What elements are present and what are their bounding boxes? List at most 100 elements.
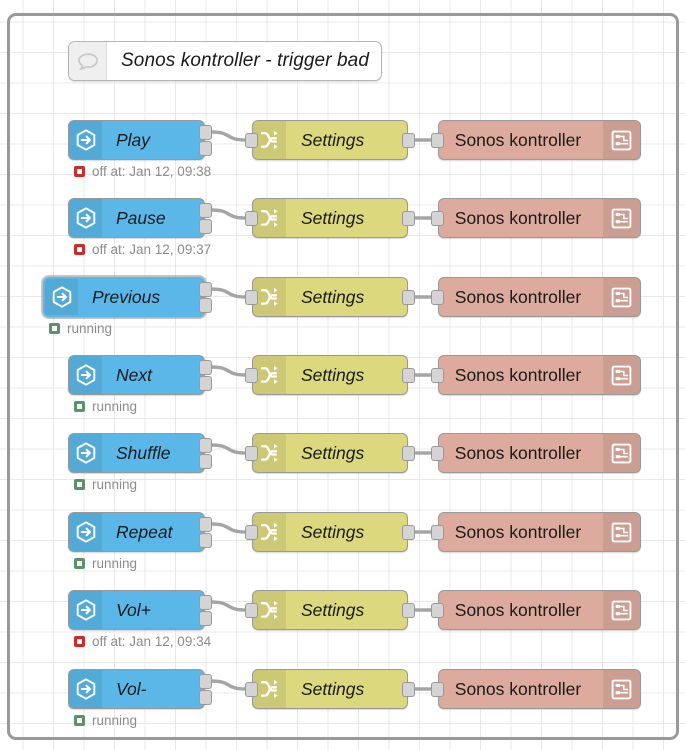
inject-output-port-1[interactable] [199,203,212,218]
status-text: off at: Jan 12, 09:37 [92,242,212,257]
shuffle-arrows-icon [253,513,286,551]
status-indicator-square [74,715,85,726]
inject-output-port-1[interactable] [199,360,212,375]
status-text: running [92,556,138,571]
shuffle-arrows-icon [253,670,286,708]
sonos-node-pause[interactable]: Sonos kontroller [438,198,641,238]
inject-arrow-hexagon-icon [69,434,102,472]
inject-output-port-1[interactable] [199,595,212,610]
change-input-port[interactable] [245,682,258,697]
inject-output-port-2[interactable] [199,141,212,156]
change-node-settings-repeat[interactable]: Settings [252,512,408,552]
inject-output-port-1[interactable] [199,438,212,453]
change-output-port[interactable] [402,603,415,618]
change-input-port[interactable] [245,603,258,618]
inject-output-port-2[interactable] [199,533,212,548]
sonos-node-volume-down[interactable]: Sonos kontroller [438,669,641,709]
node-status-next: running [74,399,137,414]
sonos-node-label: Sonos kontroller [454,364,582,385]
shuffle-arrows-icon [253,434,286,472]
inject-node-volume-down[interactable]: Vol- [68,669,205,709]
template-list-icon [603,434,640,472]
change-node-label: Settings [301,678,365,699]
change-node-label: Settings [301,286,365,307]
change-input-port[interactable] [245,368,258,383]
inject-output-port-2[interactable] [199,611,212,626]
change-node-settings-previous[interactable]: Settings [252,277,408,317]
template-list-icon [603,670,640,708]
shuffle-arrows-icon [253,121,286,159]
sonos-input-port[interactable] [431,525,444,540]
sonos-node-repeat[interactable]: Sonos kontroller [438,512,641,552]
inject-output-port-1[interactable] [199,517,212,532]
template-list-icon [603,278,640,316]
change-output-port[interactable] [402,133,415,148]
sonos-node-play[interactable]: Sonos kontroller [438,120,641,160]
inject-node-shuffle[interactable]: Shuffle [68,433,205,473]
inject-arrow-hexagon-icon [69,670,102,708]
inject-node-label: Vol+ [116,599,151,620]
inject-node-volume-up[interactable]: Vol+ [68,590,205,630]
sonos-node-previous[interactable]: Sonos kontroller [438,277,641,317]
change-node-settings-next[interactable]: Settings [252,355,408,395]
shuffle-arrows-icon [253,199,286,237]
change-input-port[interactable] [245,446,258,461]
inject-output-port-2[interactable] [199,376,212,391]
sonos-node-label: Sonos kontroller [454,129,582,150]
change-node-settings-volume-down[interactable]: Settings [252,669,408,709]
comment-node[interactable]: Sonos kontroller - trigger bad [68,41,382,81]
inject-node-repeat[interactable]: Repeat [68,512,205,552]
inject-arrow-hexagon-icon [45,279,78,315]
change-output-port[interactable] [402,446,415,461]
inject-node-previous[interactable]: Previous [43,277,205,317]
template-list-icon [603,513,640,551]
sonos-input-port[interactable] [431,446,444,461]
change-node-settings-volume-up[interactable]: Settings [252,590,408,630]
sonos-input-port[interactable] [431,290,444,305]
sonos-node-next[interactable]: Sonos kontroller [438,355,641,395]
change-input-port[interactable] [245,290,258,305]
change-output-port[interactable] [402,525,415,540]
inject-node-next[interactable]: Next [68,355,205,395]
change-node-label: Settings [301,599,365,620]
sonos-input-port[interactable] [431,368,444,383]
change-node-settings-play[interactable]: Settings [252,120,408,160]
inject-output-port-2[interactable] [199,298,212,313]
change-node-settings-pause[interactable]: Settings [252,198,408,238]
inject-output-port-2[interactable] [199,219,212,234]
sonos-node-volume-up[interactable]: Sonos kontroller [438,590,641,630]
change-node-label: Settings [301,129,365,150]
inject-output-port-1[interactable] [199,125,212,140]
template-list-icon [603,121,640,159]
inject-node-label: Pause [116,207,166,228]
inject-node-play[interactable]: Play [68,120,205,160]
change-node-settings-shuffle[interactable]: Settings [252,433,408,473]
inject-node-label: Vol- [116,678,147,699]
change-output-port[interactable] [402,211,415,226]
template-list-icon [603,591,640,629]
node-status-previous: running [49,321,112,336]
status-indicator-square [74,558,85,569]
change-output-port[interactable] [402,368,415,383]
inject-output-port-2[interactable] [199,454,212,469]
change-output-port[interactable] [402,682,415,697]
status-text: off at: Jan 12, 09:38 [92,164,212,179]
speech-bubble-icon [69,42,107,80]
sonos-input-port[interactable] [431,682,444,697]
inject-output-port-1[interactable] [199,282,212,297]
inject-node-pause[interactable]: Pause [68,198,205,238]
inject-output-port-1[interactable] [199,674,212,689]
node-status-volume-up: off at: Jan 12, 09:34 [74,634,211,649]
sonos-input-port[interactable] [431,133,444,148]
sonos-input-port[interactable] [431,211,444,226]
change-input-port[interactable] [245,133,258,148]
status-text: off at: Jan 12, 09:34 [92,634,212,649]
change-input-port[interactable] [245,211,258,226]
sonos-node-shuffle[interactable]: Sonos kontroller [438,433,641,473]
inject-node-label: Previous [92,286,161,307]
inject-output-port-2[interactable] [199,690,212,705]
sonos-input-port[interactable] [431,603,444,618]
change-output-port[interactable] [402,290,415,305]
change-input-port[interactable] [245,525,258,540]
